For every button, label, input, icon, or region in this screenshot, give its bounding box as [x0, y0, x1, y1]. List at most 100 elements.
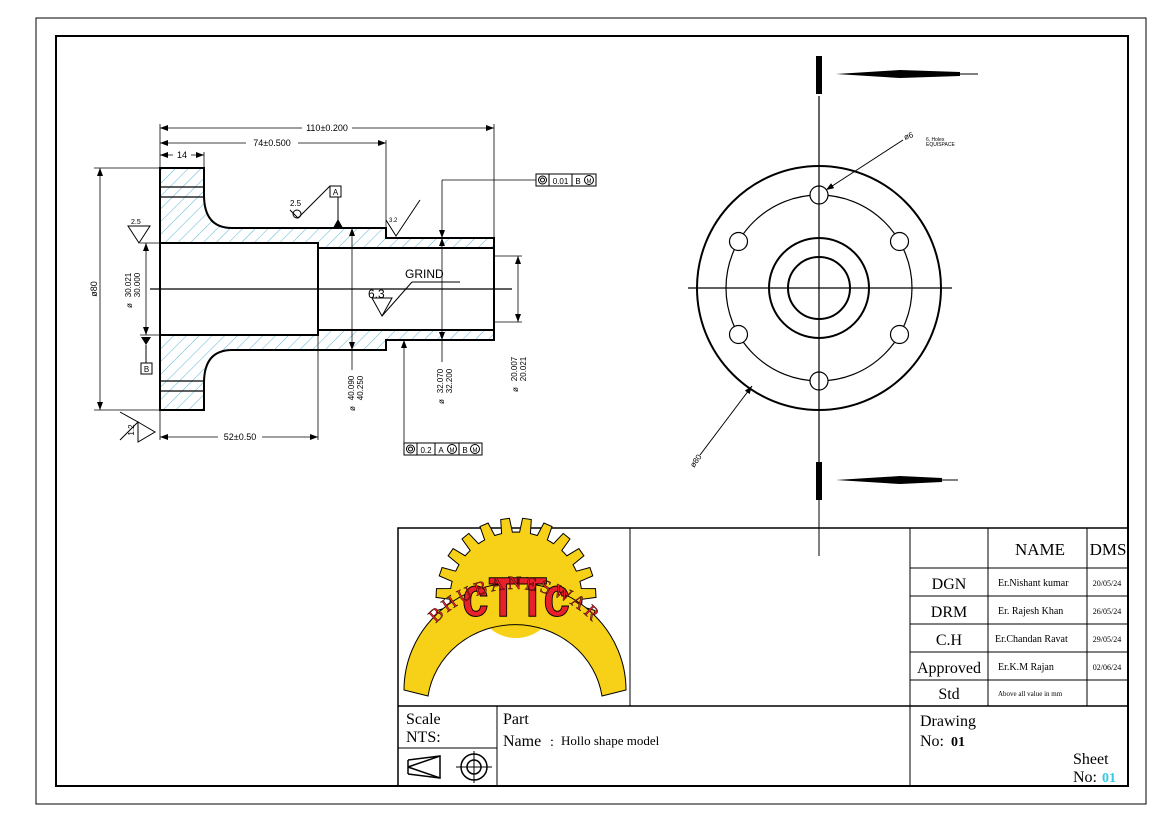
fcf-bottom-ref-a: A: [438, 446, 444, 455]
scale-label: Scale: [406, 711, 441, 728]
fcf-bottom-value: 0.2: [420, 446, 432, 455]
section-arrow-bottom: [836, 476, 942, 484]
bolt-hole: [728, 231, 749, 252]
drawing-no: 01: [951, 735, 965, 750]
role-label: DRM: [931, 604, 967, 621]
dim-20-upper: 20.007: [510, 356, 519, 381]
dim-40-lower: 40.250: [356, 375, 365, 400]
sectional-part-view: 110±0.200 74±0.500 14 52±0.50 ø80 ø 30.0…: [89, 122, 597, 456]
date-value: 26/05/24: [1093, 607, 1121, 616]
part-outline-top: [159, 167, 495, 411]
cttc-logo: cTTc BHUBANESWAR: [403, 517, 627, 697]
surface-finish-2-5-left: 2.5: [131, 219, 141, 226]
outer-dia-leader: [699, 385, 753, 456]
dim-32-lower: 32.200: [445, 368, 454, 393]
surface-finish-2-5-top: 2.5: [290, 199, 302, 208]
feature-control-frame-bottom: 0.2 A M B M: [401, 340, 483, 456]
title-row-drm: DRM Er. Rajesh Khan 26/05/24: [931, 604, 1121, 621]
dms-header: DMS: [1090, 540, 1127, 559]
scale-value: NTS:: [406, 729, 441, 746]
title-row-checked: C.H Er.Chandan Ravat 29/05/24: [936, 632, 1121, 649]
svg-text:ø: ø: [437, 399, 446, 404]
fcf-top-value: 0.01: [553, 177, 569, 186]
dim-40-upper: 40.090: [347, 375, 356, 400]
person-name: Above all value in mm: [998, 690, 1063, 698]
holes-dia: ø6: [903, 130, 915, 142]
dim-14: 14: [177, 150, 187, 160]
fcf-bottom-mod-b: M: [473, 448, 478, 454]
date-value: 20/05/24: [1093, 579, 1121, 588]
datum-b-label: B: [144, 365, 149, 374]
name-header: NAME: [1015, 540, 1065, 559]
fcf-top-ref: B: [575, 177, 580, 186]
role-label: Approved: [917, 660, 981, 677]
svg-text:ø: ø: [348, 406, 357, 411]
role-label: DGN: [932, 576, 967, 593]
part-label: Part: [503, 711, 529, 728]
dim-30-upper: 30.021: [124, 272, 133, 297]
holes-note-line2: EQUISPACE: [926, 142, 955, 148]
person-name: Er.Nishant kumar: [998, 578, 1069, 589]
dim-32: ø 32.070 32.200: [436, 368, 454, 404]
section-marker-top: [816, 56, 822, 94]
dim-74: 74±0.500: [253, 138, 290, 148]
dim-30-lower: 30.000: [133, 272, 142, 297]
dim-30: ø 30.021 30.000: [124, 272, 142, 308]
title-row-dgn: DGN Er.Nishant kumar 20/05/24: [932, 576, 1122, 593]
surface-finish-symbol-step: [385, 199, 421, 237]
name-label: Name: [503, 733, 541, 750]
name-separator: :: [550, 735, 554, 750]
surface-finish-3-2: 3.2: [389, 218, 398, 224]
date-value: 29/05/24: [1093, 635, 1121, 644]
end-view: ø6 6, Holes EQUISPACE ø80: [688, 56, 978, 556]
person-name: Er. Rajesh Khan: [998, 606, 1063, 617]
logo-letters: cTTc: [462, 565, 570, 628]
dim-20: ø 20.007 20.021: [510, 356, 528, 392]
sheet-label: Sheet: [1073, 751, 1109, 768]
sheet-no: 01: [1102, 771, 1116, 786]
role-label: Std: [938, 686, 959, 703]
drawing-no-label: No:: [920, 733, 944, 750]
person-name: Er.Chandan Ravat: [995, 634, 1068, 645]
title-row-approved: Approved Er.K.M Rajan 02/06/24: [917, 660, 1121, 677]
feature-control-frame-top: 0.01 B M: [439, 173, 597, 238]
surface-finish-6-3: 6.3: [368, 287, 385, 301]
title-row-std: Std Above all value in mm: [938, 686, 1062, 703]
surface-finish-1-2: 1.2: [127, 424, 136, 436]
date-value: 02/06/24: [1093, 663, 1121, 672]
svg-text:ø: ø: [125, 303, 134, 308]
fcf-top-mod: M: [587, 179, 592, 185]
section-marker-bottom: [816, 462, 822, 500]
fcf-bottom-mod-a: M: [450, 448, 455, 454]
dim-40: ø 40.090 40.250: [347, 375, 365, 411]
bolt-hole: [889, 231, 910, 252]
datum-a-label: A: [333, 188, 339, 197]
grind-label: GRIND: [405, 267, 444, 281]
person-name: Er.K.M Rajan: [998, 662, 1054, 673]
surface-finish-symbol-left: [127, 225, 151, 244]
role-label: C.H: [936, 632, 963, 649]
outer-dia: ø80: [688, 452, 704, 469]
fcf-bottom-ref-b: B: [462, 446, 467, 455]
svg-text:ø: ø: [511, 387, 520, 392]
dim-20-lower: 20.021: [519, 356, 528, 381]
dim-110: 110±0.200: [306, 123, 348, 133]
holes-leader: [825, 139, 904, 191]
holes-note-line1: 6, Holes: [926, 137, 945, 143]
datum-a-box: [329, 185, 342, 198]
dim-52: 52±0.50: [224, 432, 256, 442]
title-block: NAME DMS DGN Er.Nishant kumar 20/05/24 D…: [397, 527, 1129, 787]
dim-80: ø80: [89, 281, 99, 297]
dim-32-upper: 32.070: [436, 368, 445, 393]
bolt-hole: [728, 324, 749, 345]
projection-symbol-icon: [407, 751, 492, 783]
grind-surface-symbol: [371, 297, 393, 318]
sheet-outer-border: [35, 17, 1147, 805]
sheet-no-label: No:: [1073, 769, 1097, 786]
section-arrow-top: [836, 70, 960, 78]
part-name: Hollo shape model: [561, 733, 660, 748]
logo-arc-band: [403, 582, 627, 697]
drawing-label: Drawing: [920, 713, 976, 730]
bolt-hole: [889, 324, 910, 345]
